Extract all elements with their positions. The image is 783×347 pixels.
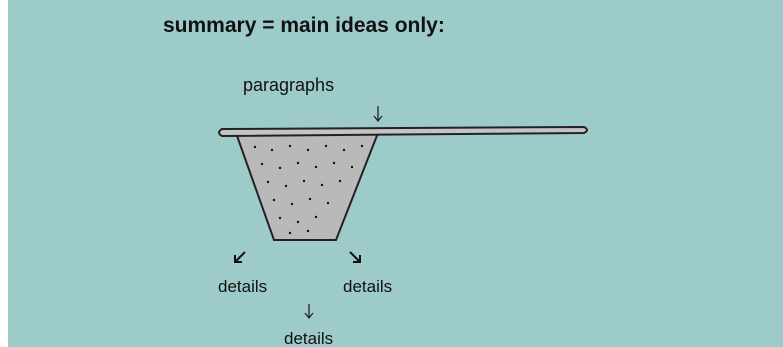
arrow-down-left-icon: [234, 251, 246, 263]
sieve-holes: [253, 144, 364, 235]
sieve-icon: [218, 125, 588, 241]
label-paragraphs: paragraphs: [243, 75, 335, 95]
arrow-down-right-icon: [349, 251, 361, 263]
slide-title: summary = main ideas only:: [163, 14, 445, 37]
label-details-right: details: [343, 277, 393, 296]
arrow-down-icon: [304, 304, 314, 320]
arrow-down-icon: [373, 106, 383, 123]
slide-panel: [8, 0, 783, 347]
label-details-bottom: details: [284, 329, 334, 347]
label-details-left: details: [218, 277, 268, 296]
